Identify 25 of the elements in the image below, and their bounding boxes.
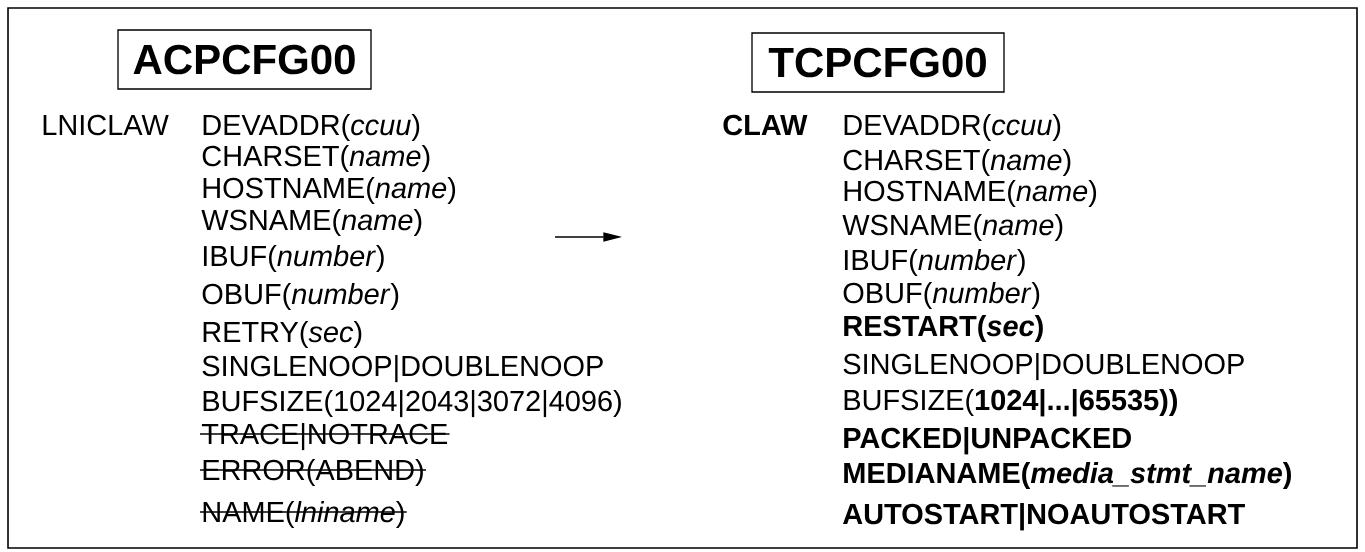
parameter-text: MEDIANAME(media_stmt_name) [844,462,1291,489]
parameter-text: WSNAME(name) [201,209,422,236]
parameter-text: CHARSET(name) [202,145,430,172]
parameter-text: HOSTNAME(name) [203,177,456,204]
parameter-text: IBUF(number) [203,245,384,272]
parameter-text: AUTOSTART|NOAUTOSTART [843,503,1245,531]
parameter-text: RESTART(sec) [844,315,1043,342]
command-name: LNICLAW [43,114,169,136]
parameter-text: OBUF(number) [843,282,1040,309]
title-box: TCPCFG00 [751,32,1005,93]
title-box: ACPCFG00 [117,29,372,90]
parameter-text: DEVADDR(ccuu) [203,114,420,141]
parameter-text: DEVADDR(ccuu) [844,114,1061,141]
parameter-text: BUFSIZE(1024|2043|3072|4096) [203,390,621,418]
parameter-text: HOSTNAME(name) [844,180,1097,207]
parameter-text: CHARSET(name) [843,149,1071,176]
command-name: CLAW [723,114,808,136]
parameter-text: BUFSIZE(1024|...|65535)) [844,389,1177,417]
parameter-text: PACKED|UNPACKED [844,427,1131,455]
parameter-text: RETRY(sec) [203,321,362,348]
parameter-text: OBUF(number) [202,283,399,310]
parameter-text: WSNAME(name) [842,214,1063,241]
parameter-text: SINGLENOOP|DOUBLENOOP [843,353,1244,381]
parameter-text: IBUF(number) [844,249,1025,276]
parameter-text: SINGLENOOP|DOUBLENOOP [202,355,603,383]
